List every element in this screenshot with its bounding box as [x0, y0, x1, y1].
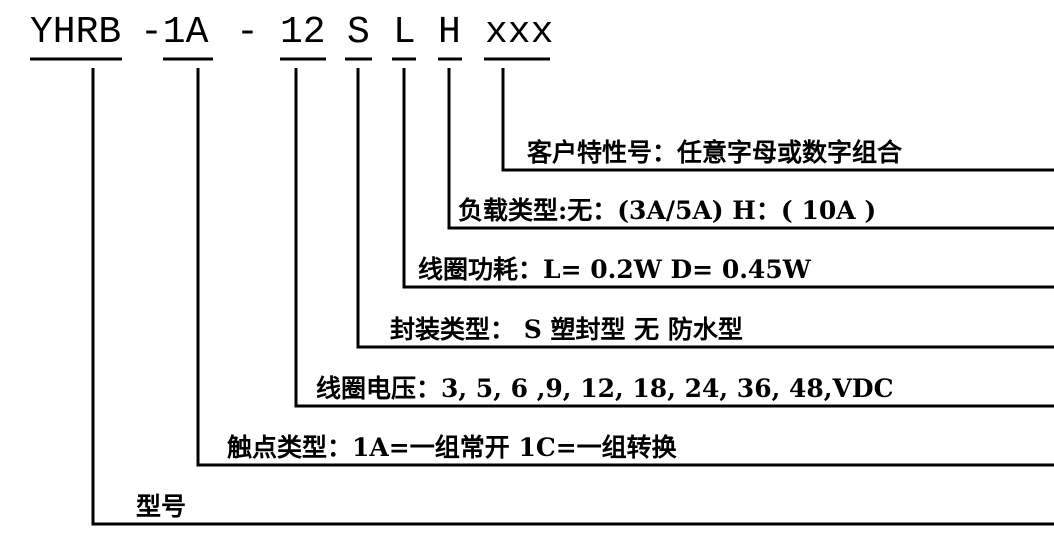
code-segment-voltage: 12	[280, 11, 326, 54]
leader-model	[91, 68, 1054, 526]
code-segment-load: H	[438, 11, 461, 54]
leader-customer	[501, 68, 1054, 172]
customer-code-label: 客户特性号：任意字母或数字组合	[527, 138, 903, 167]
leader-load	[447, 68, 1054, 230]
code-segment-series: YHRB	[30, 11, 122, 54]
code-segment-contact: -1A	[140, 11, 209, 54]
leader-package	[356, 68, 1054, 349]
contact-type-label: 触点类型：1A=一组常开 1C=一组转换	[227, 433, 677, 462]
leader-contact	[196, 68, 1054, 467]
code-segment-power: L	[393, 11, 416, 54]
coil-power-label: 线圈功耗：L= 0.2W D= 0.45W	[418, 255, 811, 284]
code-segment-customer: xxx	[485, 11, 554, 54]
code-segment-dash: -	[236, 11, 259, 54]
model-label: 型号	[136, 492, 187, 521]
load-type-label: 负载类型:无：(3A/5A) H：( 10A )	[458, 196, 877, 225]
coil-voltage-label: 线圈电压：3, 5, 6 ,9, 12, 18, 24, 36, 48,VDC	[316, 374, 894, 403]
leader-voltage	[294, 68, 1054, 408]
code-segment-package: S	[347, 11, 370, 54]
package-type-label: 封装类型： S 塑封型 无 防水型	[390, 315, 743, 344]
leader-power	[402, 68, 1054, 289]
